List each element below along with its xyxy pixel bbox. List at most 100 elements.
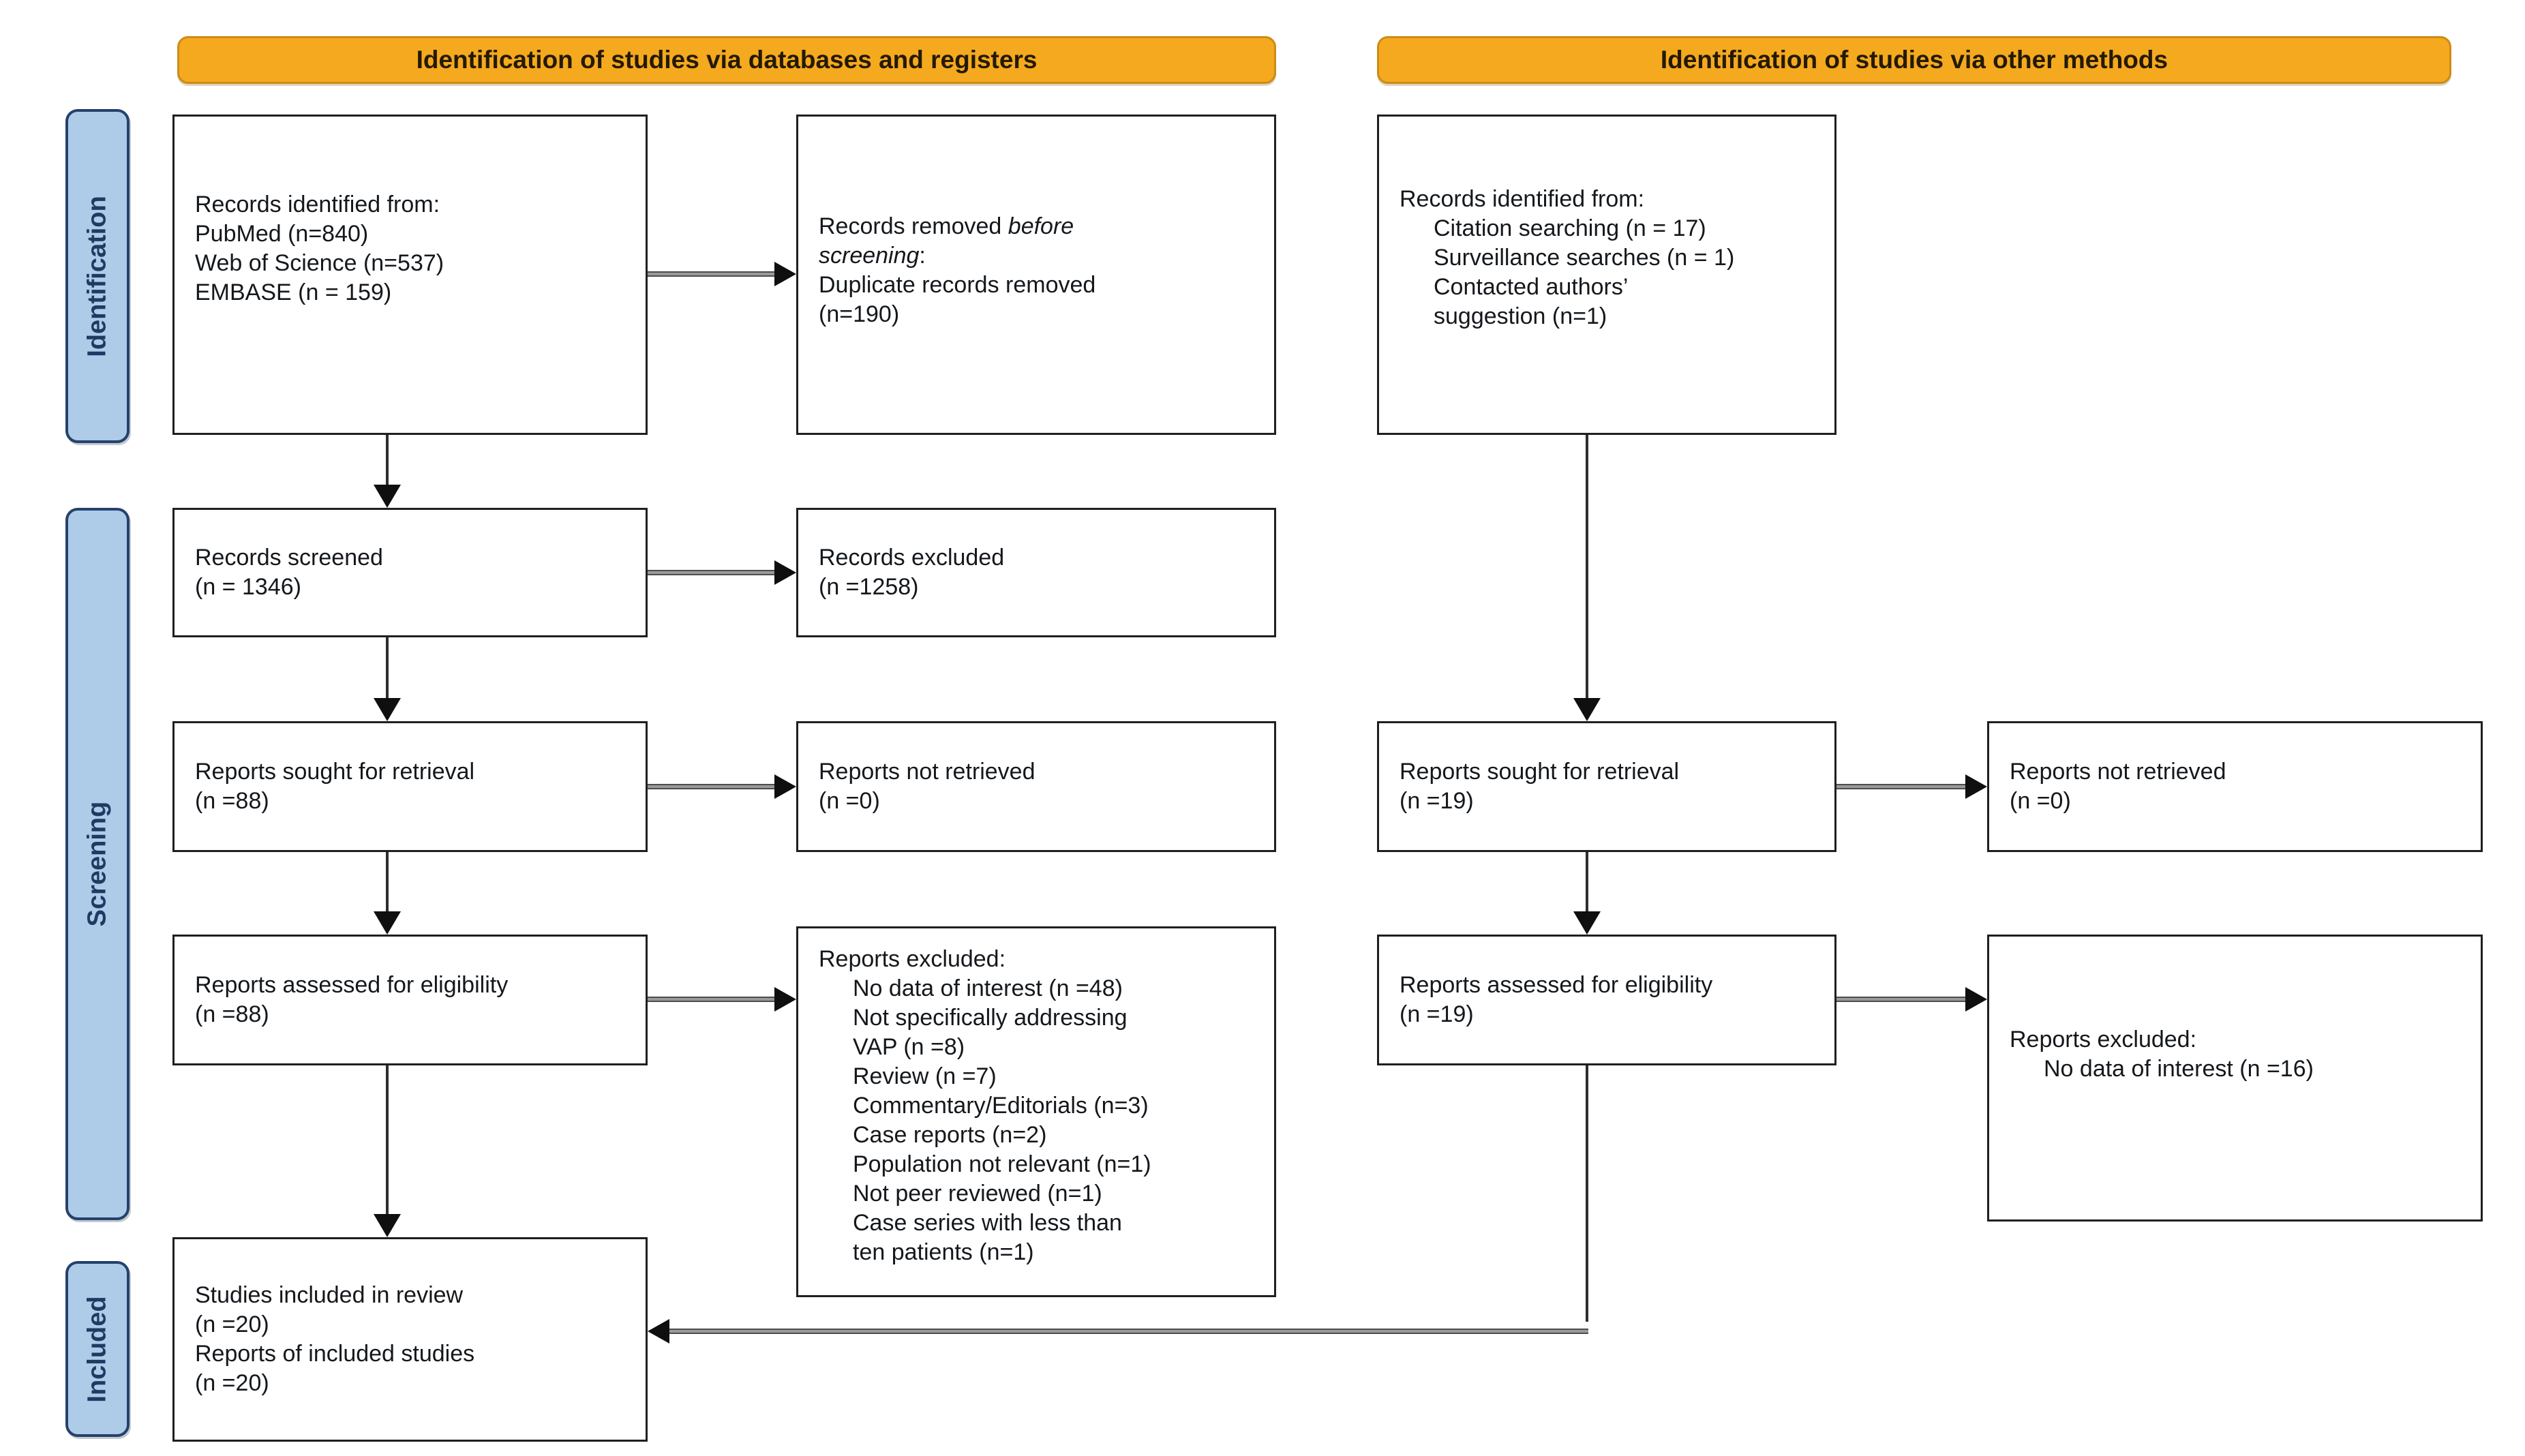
box-reports-excluded-databases: Reports excluded: No data of interest (n… (796, 926, 1276, 1297)
box-line: Not peer reviewed (n=1) (853, 1181, 1102, 1207)
box-reports-excluded-other: Reports excluded: No data of interest (n… (1987, 935, 2483, 1222)
box-reports-sought-other: Reports sought for retrieval (n =19) (1377, 721, 1836, 852)
arrow-shaft (648, 570, 778, 575)
box-line: Contacted authors’ (1434, 274, 1629, 300)
arrow-head-icon (374, 1214, 401, 1237)
box-reports-not-retrieved-databases: Reports not retrieved (n =0) (796, 721, 1276, 852)
box-line: Reports of included studies (195, 1341, 475, 1367)
column-header-databases: Identification of studies via databases … (177, 36, 1276, 84)
arrow-head-icon (648, 1319, 669, 1344)
box-records-screened: Records screened (n = 1346) (172, 508, 648, 637)
arrow-screened-to-excluded (648, 560, 796, 585)
arrow-head-icon (774, 560, 796, 585)
arrow-shaft (1836, 997, 1969, 1002)
box-line: Records identified from: (195, 192, 440, 217)
arrow-head-icon (1573, 911, 1601, 935)
stage-label-identification: Identification (65, 109, 130, 443)
arrow-head-icon (374, 698, 401, 721)
arrow-shaft (1586, 852, 1588, 914)
box-line: Reports sought for retrieval (1400, 759, 1680, 785)
box-line: Citation searching (n = 17) (1434, 215, 1706, 241)
box-line: (n =88) (195, 1001, 269, 1027)
box-records-removed-before-screening: Records removed before screening: Duplic… (796, 115, 1276, 435)
box-line: No data of interest (n =48) (853, 975, 1123, 1001)
arrow-head-icon (774, 987, 796, 1012)
box-line: Not specifically addressing (853, 1005, 1128, 1031)
column-header-other-methods: Identification of studies via other meth… (1377, 36, 2451, 84)
box-line: Web of Science (n=537) (195, 250, 444, 276)
arrow-shaft (648, 997, 778, 1002)
arrow-head-icon (374, 911, 401, 935)
column-header-databases-label: Identification of studies via databases … (416, 46, 1038, 74)
arrow-assessed-to-excluded-db (648, 987, 796, 1012)
box-line: VAP (n =8) (853, 1034, 965, 1060)
arrow-head-icon (1965, 987, 1987, 1012)
box-line: Commentary/Editorials (n=3) (853, 1093, 1149, 1119)
arrow-shaft (386, 637, 389, 701)
box-line: (n =88) (195, 788, 269, 814)
box-line: (n =0) (819, 788, 880, 814)
box-line: No data of interest (n =16) (2044, 1056, 2314, 1082)
box-line: (n =19) (1400, 1001, 1474, 1027)
box-line: Case series with less than (853, 1210, 1122, 1236)
box-line: Reports sought for retrieval (195, 759, 475, 785)
arrow-shaft (386, 1065, 389, 1217)
box-line: PubMed (n=840) (195, 221, 369, 247)
box-reports-not-retrieved-other: Reports not retrieved (n =0) (1987, 721, 2483, 852)
box-line: Reports not retrieved (819, 759, 1035, 785)
box-line: Reports excluded: (819, 946, 1006, 972)
stage-label-screening: Screening (65, 508, 130, 1220)
box-line: (n = 1346) (195, 574, 301, 600)
arrow-shaft (386, 435, 389, 487)
box-line: Surveillance searches (n = 1) (1434, 245, 1735, 271)
box-line-text: : (919, 243, 926, 269)
box-line: screening: (819, 241, 1262, 271)
box-line-italic: before (1008, 213, 1074, 239)
arrow-head-icon (1573, 698, 1601, 721)
box-records-identified-other: Records identified from: Citation search… (1377, 115, 1836, 435)
stage-label-included: Included (65, 1261, 130, 1437)
box-line: Population not relevant (n=1) (853, 1151, 1151, 1177)
box-line: Case reports (n=2) (853, 1122, 1047, 1148)
box-line: (n =19) (1400, 788, 1474, 814)
box-reports-assessed-databases: Reports assessed for eligibility (n =88) (172, 935, 648, 1065)
box-line: suggestion (n=1) (1434, 303, 1607, 329)
arrow-head-icon (374, 485, 401, 508)
box-line: Reports excluded: (2010, 1027, 2197, 1052)
arrow-sought-to-notretrieved-other (1836, 774, 1987, 799)
box-line: (n=190) (819, 301, 900, 327)
box-line-italic: screening (819, 243, 920, 269)
box-records-identified-databases: Records identified from: PubMed (n=840) … (172, 115, 648, 435)
box-line: (n =20) (195, 1311, 269, 1337)
box-reports-assessed-other: Reports assessed for eligibility (n =19) (1377, 935, 1836, 1065)
box-line: Records screened (195, 545, 383, 571)
arrow-sought-to-notretrieved-db (648, 774, 796, 799)
arrow-head-icon (774, 774, 796, 799)
arrow-other-methods-to-included (648, 1319, 1588, 1344)
arrow-head-icon (1965, 774, 1987, 799)
box-line: ten patients (n=1) (853, 1239, 1034, 1265)
arrow-shaft (665, 1329, 1588, 1334)
arrow-shaft (1586, 435, 1588, 701)
box-records-excluded: Records excluded (n =1258) (796, 508, 1276, 637)
box-line: (n =1258) (819, 574, 919, 600)
box-studies-included: Studies included in review (n =20) Repor… (172, 1237, 648, 1442)
column-header-other-methods-label: Identification of studies via other meth… (1660, 46, 2168, 74)
arrow-head-icon (774, 262, 796, 286)
box-line: Duplicate records removed (819, 272, 1096, 298)
arrow-shaft (386, 852, 389, 914)
box-line: Reports assessed for eligibility (195, 972, 509, 998)
box-line: Records identified from: (1400, 186, 1645, 212)
box-line-text: Records removed (819, 213, 1008, 239)
arrow-shaft (1836, 784, 1969, 789)
box-reports-sought-databases: Reports sought for retrieval (n =88) (172, 721, 648, 852)
box-line: (n =20) (195, 1370, 269, 1396)
stage-identification-text: Identification (82, 195, 112, 357)
stage-screening-text: Screening (82, 801, 112, 927)
stage-included-text: Included (82, 1295, 112, 1403)
arrow-shaft (648, 271, 778, 277)
box-line: (n =0) (2010, 788, 2071, 814)
arrow-identified-to-removed (648, 262, 796, 286)
arrow-shaft (1586, 1065, 1588, 1322)
